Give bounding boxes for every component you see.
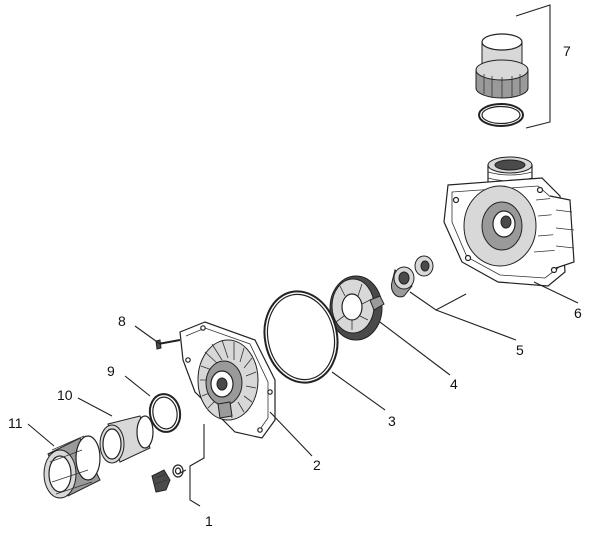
label-part-5: 5 bbox=[516, 342, 524, 358]
leader-3 bbox=[331, 371, 386, 411]
leader-8 bbox=[134, 325, 161, 345]
label-part-2: 2 bbox=[313, 457, 321, 473]
part-10-tail-piece bbox=[99, 415, 154, 464]
label-part-9: 9 bbox=[107, 363, 115, 379]
part-5-seal-assembly bbox=[390, 255, 434, 298]
part-11-union-nut bbox=[43, 435, 101, 499]
leader-1 bbox=[177, 424, 205, 507]
leader-5 bbox=[409, 291, 517, 341]
leader-lines bbox=[27, 4, 579, 507]
label-part-7: 7 bbox=[563, 43, 571, 59]
label-part-10: 10 bbox=[57, 387, 73, 403]
label-part-4: 4 bbox=[450, 376, 458, 392]
leader-11 bbox=[27, 423, 55, 447]
label-part-8: 8 bbox=[118, 313, 126, 329]
part-4-impeller bbox=[329, 275, 385, 341]
leader-4 bbox=[379, 321, 451, 376]
part-8-screw bbox=[155, 339, 181, 350]
leader-7 bbox=[515, 4, 551, 129]
part-7-union-fitting bbox=[475, 33, 529, 127]
label-part-3: 3 bbox=[388, 413, 396, 429]
leader-6 bbox=[533, 281, 579, 304]
label-part-1: 1 bbox=[205, 513, 213, 529]
part-2-seal-plate bbox=[179, 321, 276, 439]
label-part-11: 11 bbox=[8, 415, 23, 431]
part-6-pump-housing bbox=[443, 156, 575, 287]
leader-9 bbox=[124, 375, 151, 397]
label-part-6: 6 bbox=[574, 305, 582, 321]
part-labels: 7 6 5 4 3 2 1 8 9 10 11 bbox=[8, 43, 582, 529]
leader-2 bbox=[269, 411, 313, 457]
leader-10 bbox=[77, 397, 113, 417]
part-9-small-o-ring bbox=[148, 393, 182, 433]
part-1-drain-plug bbox=[151, 464, 184, 493]
part-3-housing-o-ring bbox=[263, 290, 339, 384]
